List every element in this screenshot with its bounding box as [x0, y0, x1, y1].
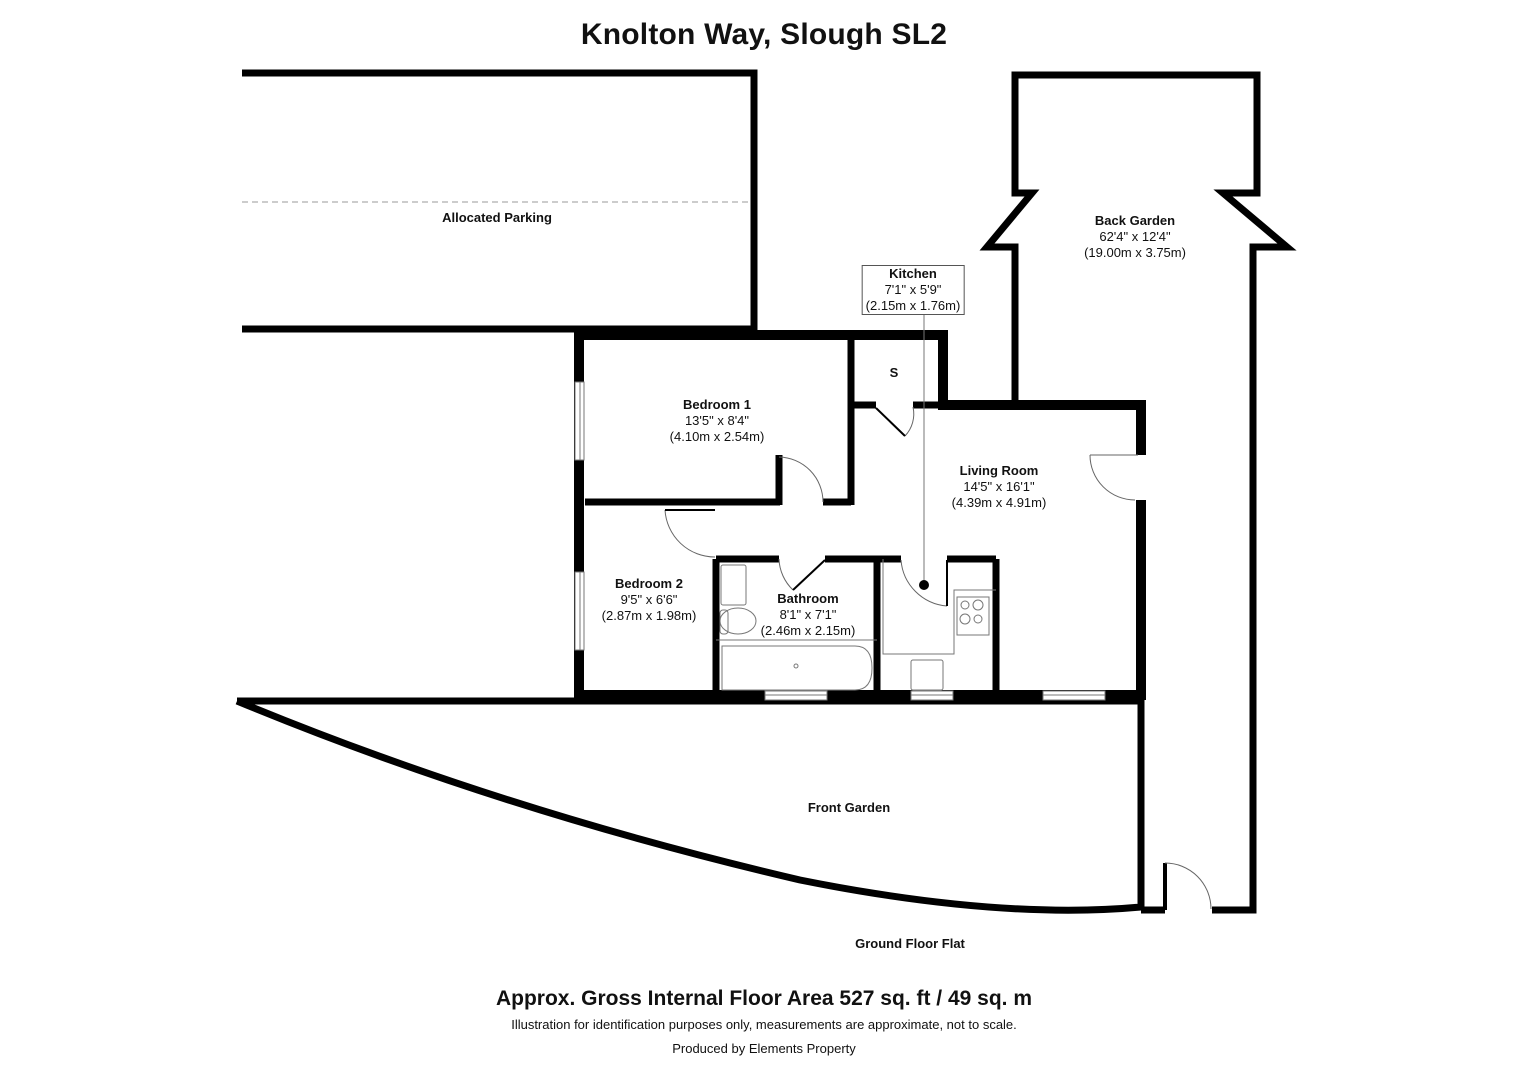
back-garden-door-swing — [1164, 862, 1212, 910]
floor-label: Ground Floor Flat — [855, 936, 965, 951]
bath-icon — [721, 645, 873, 691]
flat-walls — [574, 330, 1146, 700]
producer-credit: Produced by Elements Property — [672, 1041, 856, 1056]
light-point-icon — [919, 580, 929, 590]
basin-icon — [720, 564, 747, 606]
room-label-bedroom-2: Bedroom 2 9'5" x 6'6" (2.87m x 1.98m) — [601, 576, 697, 623]
room-label-back-garden: Back Garden 62'4" x 12'4" (19.00m x 3.75… — [1084, 213, 1186, 260]
sink-icon — [910, 659, 944, 691]
toilet-icon — [719, 607, 757, 635]
floor-area-summary: Approx. Gross Internal Floor Area 527 sq… — [495, 987, 1033, 1010]
door-swings — [664, 406, 1138, 607]
hob-icon — [956, 596, 990, 636]
room-label-bathroom: Bathroom 8'1" x 7'1" (2.46m x 2.15m) — [760, 591, 856, 638]
plan-title: Knolton Way, Slough SL2 — [580, 18, 948, 51]
bathroom-fixtures — [716, 564, 877, 691]
room-label-front-garden: Front Garden — [807, 800, 891, 815]
room-label-bedroom-1: Bedroom 1 13'5" x 8'4" (4.10m x 2.54m) — [669, 397, 765, 444]
room-label-kitchen: Kitchen 7'1" x 5'9" (2.15m x 1.76m) — [861, 265, 965, 315]
allocated-parking-outline — [242, 69, 758, 333]
room-label-allocated-parking: Allocated Parking — [442, 210, 552, 225]
front-garden-outline — [235, 697, 1145, 914]
windows — [574, 381, 1106, 701]
back-garden-outline — [979, 71, 1297, 914]
room-label-store: S — [889, 365, 899, 380]
room-label-living-room: Living Room 14'5" x 16'1" (4.39m x 4.91m… — [951, 463, 1047, 510]
kitchen-fixtures — [882, 310, 996, 691]
disclaimer: Illustration for identification purposes… — [511, 1017, 1017, 1032]
